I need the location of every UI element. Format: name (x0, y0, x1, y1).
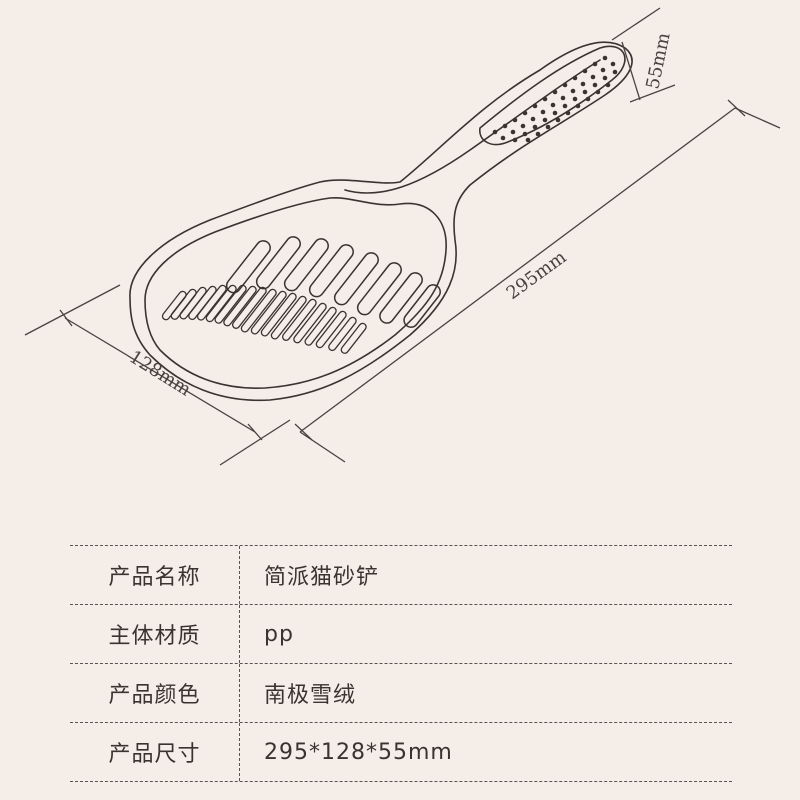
spec-row-name: 产品名称 简派猫砂铲 (70, 545, 732, 604)
width-dimension-line (64, 317, 256, 433)
spec-label: 产品名称 (70, 546, 240, 604)
handle-ridge (344, 59, 601, 194)
spec-value: 南极雪绒 (264, 683, 357, 708)
spec-row-size: 产品尺寸 295*128*55mm (70, 722, 732, 782)
spec-label: 主体材质 (70, 605, 240, 663)
spec-value: 简派猫砂铲 (264, 565, 380, 590)
height-label: 55mm (642, 31, 674, 91)
spec-label: 产品尺寸 (70, 723, 240, 781)
spec-table: 产品名称 简派猫砂铲 主体材质 pp 产品颜色 南极雪绒 产品尺寸 295*12… (70, 545, 732, 782)
spec-value: pp (264, 621, 294, 647)
grip-outline (479, 45, 626, 146)
scoop-dimension-diagram: 295mm 128mm 55mm (24, 7, 781, 466)
spec-row-color: 产品颜色 南极雪绒 (70, 663, 732, 722)
scoop-inner-rim (144, 197, 447, 389)
spec-value: 295*128*55mm (264, 739, 453, 765)
height-dimension-line (621, 41, 641, 101)
width-label: 128mm (125, 346, 194, 400)
spec-row-material: 主体材质 pp (70, 604, 732, 663)
scoop-outline (129, 41, 633, 402)
length-dimension-line (299, 107, 736, 433)
spec-label: 产品颜色 (70, 664, 240, 722)
